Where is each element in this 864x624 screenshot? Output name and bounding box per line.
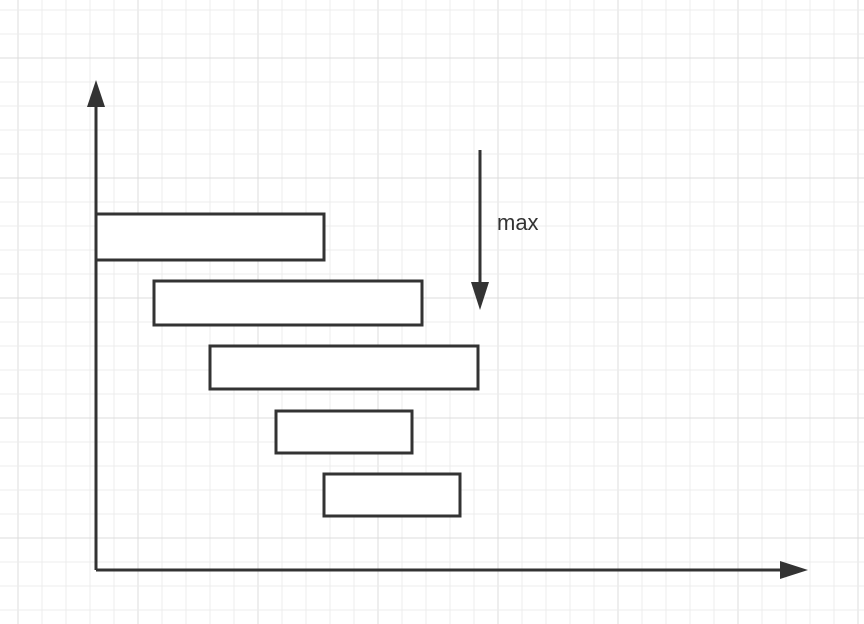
interval-bar-1 — [94, 212, 326, 262]
x-axis-arrowhead — [780, 561, 808, 579]
interval-bars — [94, 212, 480, 518]
max-arrow-head — [471, 282, 489, 310]
max-label: max — [497, 210, 539, 235]
interval-bar-3 — [208, 344, 480, 391]
interval-bar-5 — [322, 472, 462, 518]
y-axis — [87, 80, 105, 570]
y-axis-arrowhead — [87, 80, 105, 107]
x-axis — [96, 561, 808, 579]
interval-bar-2 — [152, 279, 424, 327]
max-arrow — [471, 150, 489, 310]
interval-bar-4 — [274, 409, 414, 455]
